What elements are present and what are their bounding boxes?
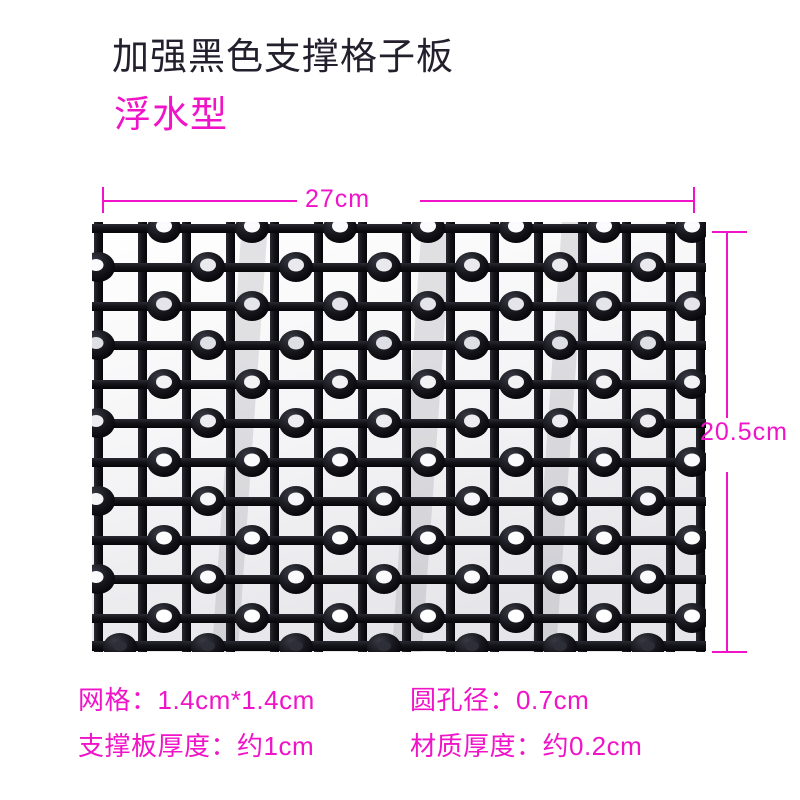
width-dimension-label: 27cm — [305, 185, 371, 213]
page-title: 加强黑色支撑格子板 — [112, 36, 454, 77]
width-dimension-tick-right — [693, 187, 695, 213]
height-dimension-cap-top — [712, 231, 747, 233]
spec-cell-size: 网格：1.4cm*1.4cm — [78, 685, 315, 715]
width-dimension-tick-left — [102, 187, 104, 213]
page-subtitle: 浮水型 — [114, 94, 228, 135]
width-dimension-line-right — [420, 200, 695, 202]
spec-material-thickness: 材质厚度：约0.2cm — [410, 731, 643, 761]
height-dimension-label: 20.5cm — [700, 418, 788, 446]
height-dimension-line-bottom — [726, 472, 728, 653]
product-grid-image — [92, 222, 706, 652]
height-dimension-cap-bottom — [712, 651, 747, 653]
grid-panel-illustration — [92, 222, 706, 652]
width-dimension-line-left — [103, 200, 297, 202]
spec-board-thickness: 支撑板厚度：约1cm — [78, 731, 315, 761]
spec-hole-diameter: 圆孔径：0.7cm — [410, 685, 590, 715]
height-dimension-line-top — [726, 232, 728, 418]
support-posts — [92, 222, 706, 652]
